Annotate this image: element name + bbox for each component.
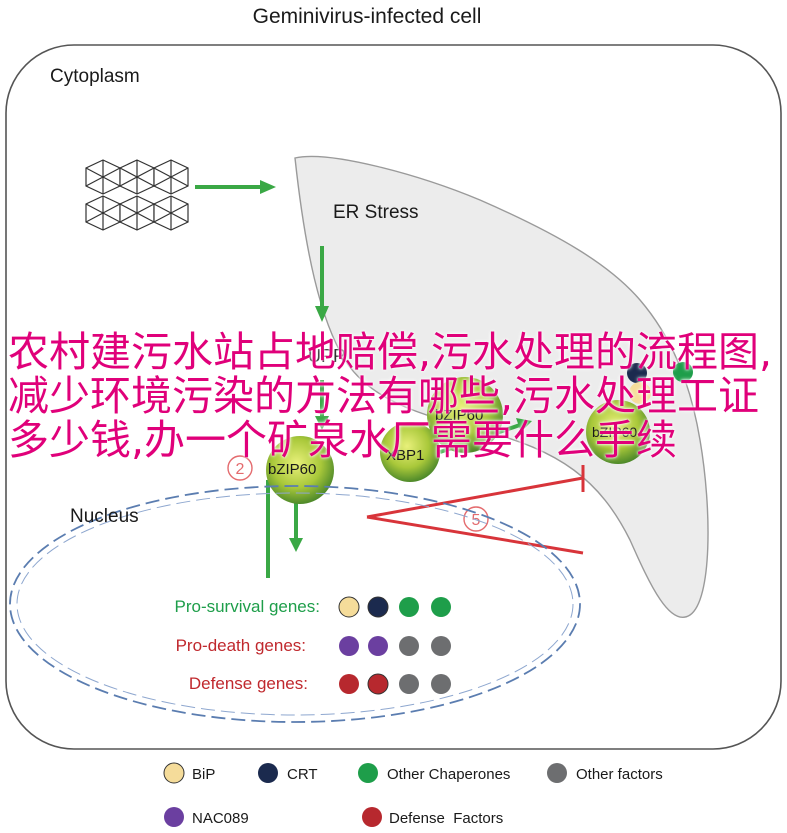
legend: BiP CRT Other Chaperones Other factors N…: [163, 762, 663, 827]
virus-particle-2: [119, 159, 155, 195]
er-shape: [294, 155, 709, 618]
bip-dot: [629, 382, 651, 404]
bzip60-label-a: bZIP60: [435, 407, 483, 424]
virus-particle-5: [119, 195, 155, 231]
gene-dot: [367, 596, 389, 618]
bzip60-label-b: bZIP60: [268, 461, 316, 478]
cell-outline: [5, 44, 782, 750]
gene-dot: [368, 636, 388, 656]
chaperone-dot: [673, 362, 693, 382]
legend-swatch-crt: [258, 763, 278, 783]
legend-swatch-nac089: [164, 807, 184, 827]
er-stress-label: ER Stress: [333, 202, 419, 223]
virus-icon: [85, 159, 189, 231]
bzip60-ball-a: [427, 377, 503, 453]
step-number-5: 5: [463, 506, 489, 532]
crt-dot: [627, 363, 647, 383]
step-number-2: 2: [227, 455, 253, 481]
virus-particle-3: [153, 159, 189, 195]
virus-particle-6: [153, 195, 189, 231]
gene-row-label: Pro-survival genes:: [174, 597, 320, 616]
bzip60-ball-c: [586, 400, 650, 464]
nucleus-outline: [9, 485, 581, 723]
xbp1-label: XBP1: [386, 447, 424, 464]
gene-dot: [338, 596, 360, 618]
svg-text:5: 5: [472, 512, 481, 529]
svg-text:2: 2: [236, 461, 245, 478]
legend-label: BiP: [192, 766, 215, 783]
legend-swatch-defense: [362, 807, 382, 827]
gene-dot: [367, 673, 389, 695]
xbp1-ball: [380, 422, 440, 482]
cytoplasm-label: Cytoplasm: [50, 66, 140, 87]
gene-row-label: Pro-death genes:: [176, 636, 306, 655]
legend-label: Defense Factors: [389, 810, 503, 827]
bzip60-label-c: bZIP60: [592, 424, 637, 440]
gene-dot: [431, 597, 451, 617]
gene-dot: [399, 636, 419, 656]
legend-swatch-chaperones: [358, 763, 378, 783]
gene-dot: [399, 597, 419, 617]
nucleus-label: Nucleus: [70, 506, 139, 527]
inhibition-bar: [366, 465, 585, 555]
gene-dot: [339, 674, 359, 694]
legend-label: Other Chaperones: [387, 766, 510, 783]
legend-swatch-bip: [163, 762, 185, 784]
gene-dot: [431, 636, 451, 656]
virus-particle-1: [85, 159, 121, 195]
legend-label: NAC089: [192, 810, 249, 827]
gene-rows: Pro-survival genes: Pro-death genes: Def…: [174, 596, 451, 695]
gene-row-label: Defense genes:: [189, 674, 308, 693]
gene-dot: [339, 636, 359, 656]
gene-dot: [431, 674, 451, 694]
overlay-caption: 农村建污水站占地赔偿,污水处理的流程图,减少环境污染的方法有哪些,污水处理工证多…: [8, 328, 773, 464]
legend-label: Other factors: [576, 766, 663, 783]
virus-particle-4: [85, 195, 121, 231]
upr-label: UPR: [308, 346, 346, 366]
diagram-title: Geminivirus-infected cell: [253, 5, 482, 28]
legend-swatch-other: [547, 763, 567, 783]
gene-dot: [399, 674, 419, 694]
legend-label: CRT: [287, 766, 318, 783]
